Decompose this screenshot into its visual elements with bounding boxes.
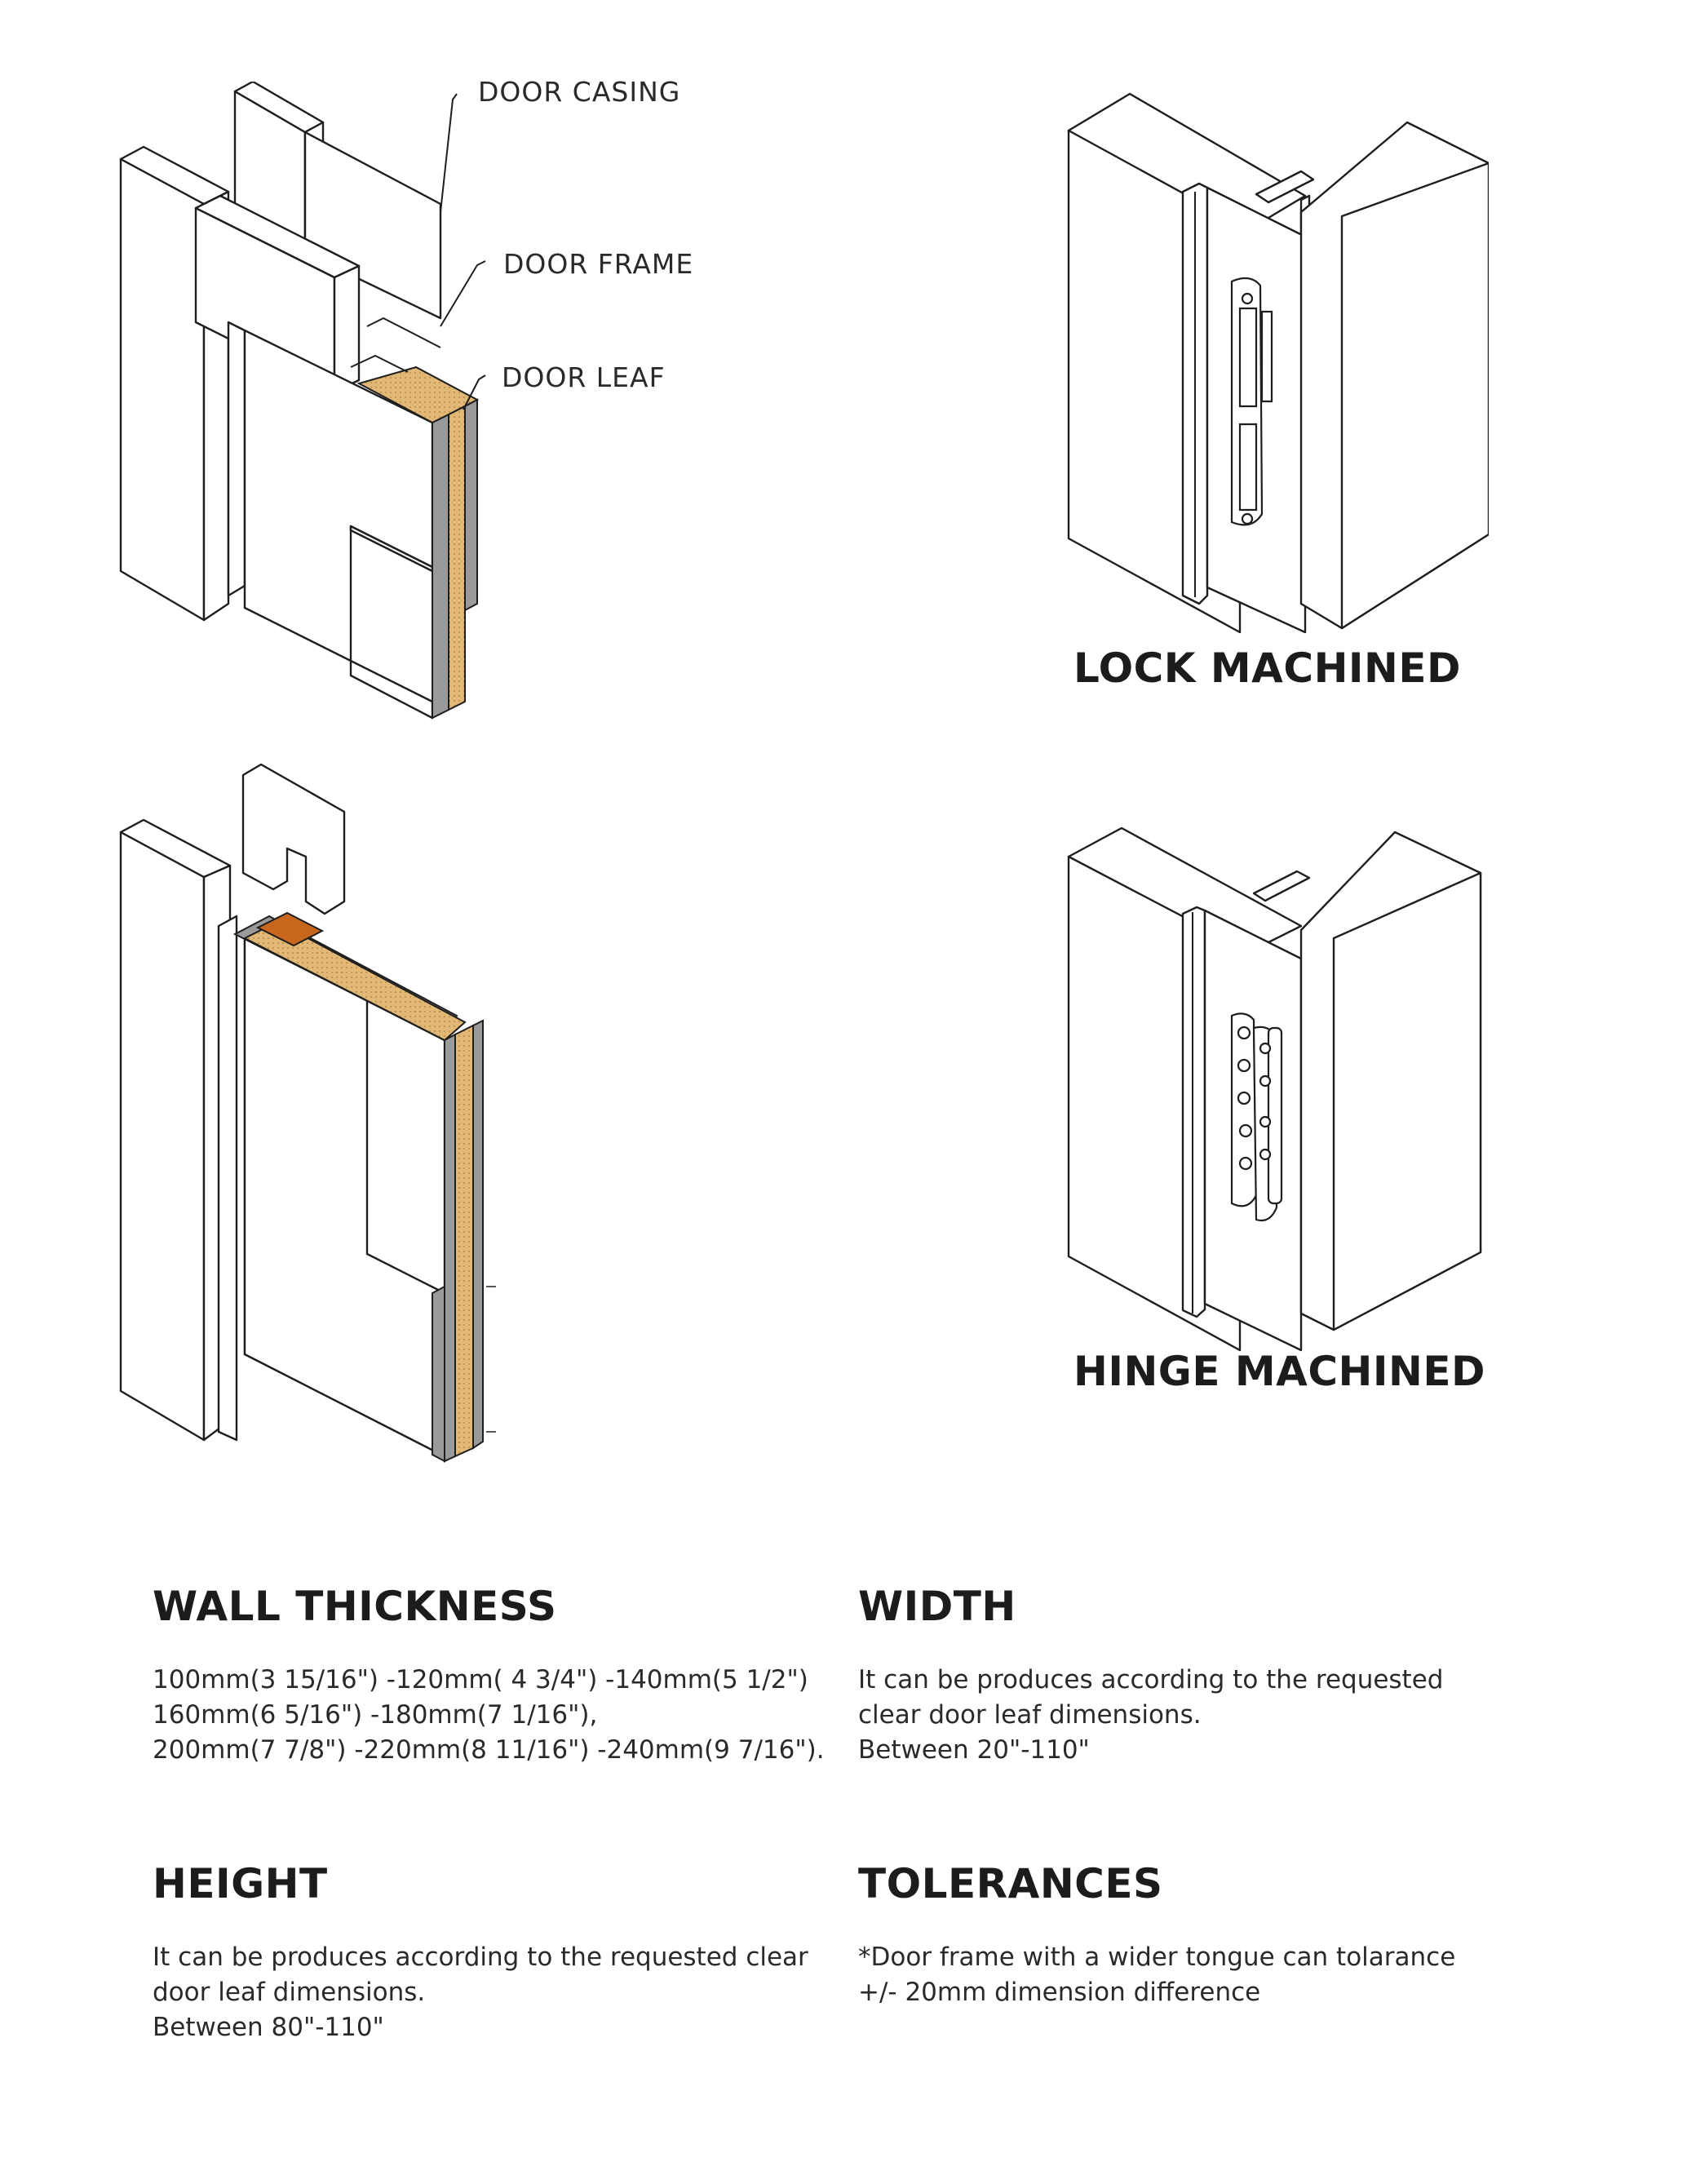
callout-door-casing: DOOR CASING: [478, 76, 681, 108]
height-line-1: It can be produces according to the requ…: [153, 1943, 808, 1972]
hinge-machined-drawing: [1065, 824, 1489, 1354]
height-text: It can be produces according to the requ…: [153, 1940, 808, 2045]
lock-machined-drawing: [1065, 90, 1489, 636]
wall-thickness-line-3: 200mm(7 7/8") -220mm(8 11/16") -240mm(9 …: [153, 1735, 825, 1765]
height-heading: HEIGHT: [153, 1860, 328, 1907]
hinge-machined-title: HINGE MACHINED: [1073, 1348, 1485, 1395]
width-line-3: Between 20"-110": [858, 1735, 1090, 1765]
wall-thickness-line-1: 100mm(3 15/16") -120mm( 4 3/4") -140mm(5…: [153, 1665, 808, 1694]
wall-thickness-text: 100mm(3 15/16") -120mm( 4 3/4") -140mm(5…: [153, 1663, 825, 1768]
callout-door-frame: DOOR FRAME: [503, 248, 694, 280]
width-heading: WIDTH: [858, 1583, 1016, 1630]
width-line-2: clear door leaf dimensions.: [858, 1700, 1202, 1730]
tolerances-line-2: +/- 20mm dimension difference: [858, 1978, 1261, 2007]
lock-machined-title: LOCK MACHINED: [1073, 645, 1462, 692]
tolerances-heading: TOLERANCES: [858, 1860, 1163, 1907]
height-line-3: Between 80"-110": [153, 2013, 384, 2042]
door-leaf-section-drawing: [114, 755, 538, 1464]
width-text: It can be produces according to the requ…: [858, 1663, 1443, 1768]
tolerances-text: *Door frame with a wider tongue can tola…: [858, 1940, 1455, 2010]
frame-assembly-drawing: [114, 82, 702, 726]
callout-door-leaf: DOOR LEAF: [502, 361, 666, 393]
wall-thickness-heading: WALL THICKNESS: [153, 1583, 557, 1630]
wall-thickness-line-2: 160mm(6 5/16") -180mm(7 1/16"),: [153, 1700, 598, 1730]
tolerances-line-1: *Door frame with a wider tongue can tola…: [858, 1943, 1456, 1972]
width-line-1: It can be produces according to the requ…: [858, 1665, 1444, 1694]
height-line-2: door leaf dimensions.: [153, 1978, 426, 2007]
